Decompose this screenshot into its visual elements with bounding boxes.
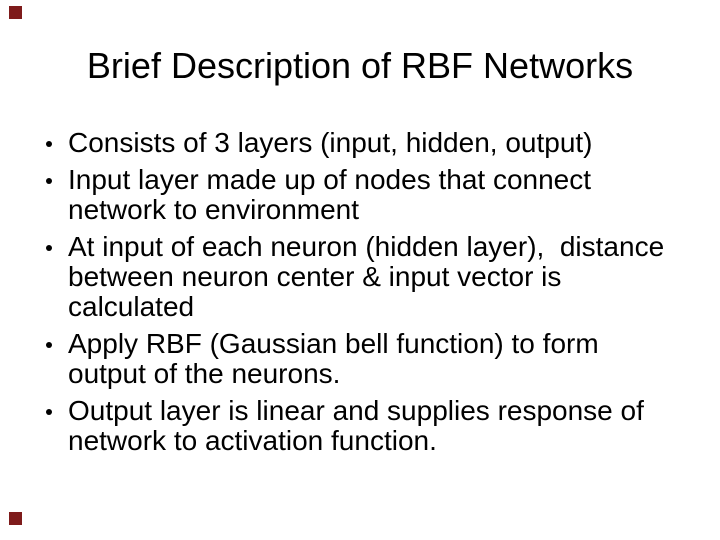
bullet-item: Apply RBF (Gaussian bell function) to fo…	[46, 328, 678, 389]
bullet-text: Apply RBF (Gaussian bell function) to fo…	[68, 328, 607, 389]
bullet-text: Consists of 3 layers (input, hidden, out…	[68, 127, 593, 158]
bullet-list: Consists of 3 layers (input, hidden, out…	[46, 127, 678, 456]
corner-marker-bottom-icon	[9, 512, 22, 525]
bullet-item: Input layer made up of nodes that connec…	[46, 164, 678, 225]
bullet-icon	[46, 342, 52, 348]
bullet-icon	[46, 409, 52, 415]
bullet-text: At input of each neuron (hidden layer), …	[68, 231, 672, 322]
bullet-icon	[46, 245, 52, 251]
bullet-text: Input layer made up of nodes that connec…	[68, 164, 599, 225]
bullet-item: At input of each neuron (hidden layer), …	[46, 231, 678, 322]
bullet-icon	[46, 141, 52, 147]
page-title: Brief Description of RBF Networks	[86, 45, 634, 86]
bullet-icon	[46, 178, 52, 184]
bullet-text: Output layer is linear and supplies resp…	[68, 395, 652, 456]
corner-marker-top-icon	[9, 6, 22, 19]
bullet-item: Consists of 3 layers (input, hidden, out…	[46, 127, 678, 158]
bullet-item: Output layer is linear and supplies resp…	[46, 395, 678, 456]
